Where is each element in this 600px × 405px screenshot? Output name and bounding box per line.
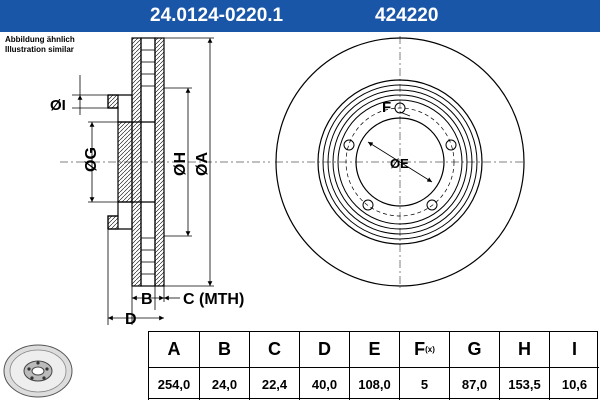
label-dim-d: D <box>125 311 137 328</box>
value-g: 87,0 <box>449 368 499 400</box>
header-f-suffix: (x) <box>425 345 435 354</box>
value-b: 24,0 <box>199 368 249 400</box>
value-a: 254,0 <box>157 376 191 392</box>
title-bar: 24.0124-0220.1 424220 <box>0 0 600 32</box>
label-dia-i: ØI <box>50 97 66 114</box>
label-dim-b: B <box>141 291 153 308</box>
header-c: C <box>249 332 299 368</box>
header-f: F(x) <box>399 332 449 368</box>
header-a: A <box>149 332 199 368</box>
label-dia-e: ØE <box>390 156 409 171</box>
part-number: 24.0124-0220.1 <box>150 5 284 26</box>
value-e: 108,0 <box>349 368 399 400</box>
header-d: D <box>299 332 349 368</box>
value-f: 5 <box>399 368 449 400</box>
value-h: 153,5 <box>499 368 549 400</box>
label-dim-c: C (MTH) <box>183 291 244 308</box>
header-e: E <box>349 332 399 368</box>
header-i: I <box>549 332 599 368</box>
note-line-en: Illustration similar <box>5 45 74 54</box>
header-f-letter: F <box>414 339 426 359</box>
value-d: 40,0 <box>299 368 349 400</box>
label-dia-h: ØH <box>172 152 189 176</box>
brake-disc-icon <box>3 344 73 398</box>
value-c: 22,4 <box>249 368 299 400</box>
side-section-view <box>60 37 270 287</box>
spec-table: A B C D E F(x) G H I 254,0 24,0 22,4 40,… <box>148 331 599 400</box>
header-h: H <box>499 332 549 368</box>
dimension-lines <box>72 37 214 325</box>
value-i: 10,6 <box>549 368 599 400</box>
header-b: B <box>199 332 249 368</box>
header-g: G <box>449 332 499 368</box>
note-line-de: Abbildung ähnlich <box>5 35 75 44</box>
disc-thumbnail <box>0 331 149 400</box>
illustration-note: Abbildung ähnlich Illustration similar <box>5 35 75 55</box>
label-dim-f: F <box>382 99 391 116</box>
label-dia-a: ØA <box>194 152 211 176</box>
front-view <box>275 36 525 288</box>
reference-number: 424220 <box>375 5 439 26</box>
label-dia-g: ØG <box>83 147 100 172</box>
technical-drawing: ØI ØG ØH ØA B C (MTH) D F ØE <box>50 36 525 328</box>
